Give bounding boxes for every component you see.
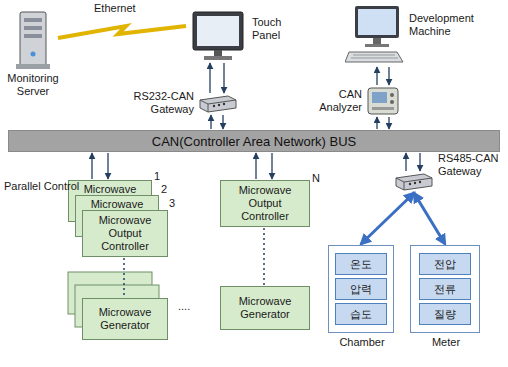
connector	[124, 258, 125, 297]
connector-line	[388, 67, 389, 85]
node-label: Monitoring Server	[0, 72, 70, 98]
connector-line	[388, 117, 389, 129]
gateway-icon	[198, 94, 238, 114]
ethernet-bolt	[58, 26, 186, 38]
process-box: Microwave Generator	[82, 298, 168, 340]
connector	[406, 153, 420, 171]
node-text: Microwave Output Controller	[224, 184, 306, 223]
device-icon: RS232-CAN Gateway	[198, 94, 238, 114]
process-box: Microwave Output Controller	[220, 180, 310, 227]
node-text: 온도	[350, 258, 372, 271]
connector	[377, 117, 389, 129]
device-icon: Development Machine	[345, 4, 405, 66]
connector-line	[222, 115, 223, 129]
sensor-box: 온도	[335, 253, 387, 275]
ellipsis-mark: ....	[178, 300, 208, 313]
node-label: RS485-CAN Gateway	[438, 152, 502, 178]
connector-line	[255, 153, 256, 179]
connector-line	[91, 153, 92, 179]
connector-line	[419, 153, 420, 171]
device-icon: RS485-CAN Gateway	[394, 172, 434, 192]
gateway-icon	[394, 172, 434, 192]
connector	[210, 63, 224, 93]
node-label: Meter	[411, 336, 481, 349]
connector-line	[271, 153, 272, 179]
node-label: CAN Analyzer	[304, 88, 362, 114]
sensor-group-box: Meter전압전류질량	[410, 245, 480, 333]
sensor-box: 전류	[419, 278, 471, 300]
connector-line	[209, 63, 210, 93]
pc-icon	[345, 4, 405, 66]
analyzer-icon	[366, 86, 400, 116]
connector-line	[414, 193, 445, 244]
connector-line	[263, 228, 265, 285]
sensor-box: 전압	[419, 253, 471, 275]
sensor-box: 질량	[419, 303, 471, 325]
sensor-box: 습도	[335, 303, 387, 325]
connector	[361, 193, 414, 244]
node-text: 전압	[434, 258, 456, 271]
process-box: Microwave Generator	[220, 286, 310, 330]
connector-line	[376, 67, 377, 85]
device-icon: Touch Panel	[190, 10, 246, 62]
callout-number: 1	[154, 170, 164, 183]
connector	[256, 153, 272, 179]
server-icon	[10, 8, 56, 70]
monitor-icon	[190, 10, 246, 62]
node-text: 압력	[350, 283, 372, 296]
node-text: Microwave Output Controller	[86, 214, 164, 253]
edge-label: Ethernet	[92, 2, 138, 15]
node-label: RS232-CAN Gateway	[128, 90, 194, 116]
connector-line	[107, 153, 108, 179]
connector-line	[123, 258, 125, 297]
connector	[211, 115, 223, 129]
connector	[377, 67, 389, 85]
node-text: CAN(Controller Area Network) BUS	[152, 135, 356, 148]
callout-number: 2	[161, 183, 171, 196]
device-icon: CAN Analyzer	[366, 86, 400, 116]
group-label: Parallel Control	[4, 180, 79, 193]
connector	[92, 153, 108, 179]
connector-line	[376, 117, 377, 129]
sensor-group-box: Chamber온도압력습도	[328, 245, 394, 333]
connector	[264, 228, 265, 285]
bus-band: CAN(Controller Area Network) BUS	[8, 130, 500, 152]
node-label: Development Machine	[409, 12, 499, 38]
connector-line	[361, 193, 414, 244]
node-text: Microwave Generator	[224, 295, 306, 321]
process-box: Microwave Output Controller	[82, 210, 168, 257]
callout-number: 3	[169, 197, 179, 210]
node-text: 질량	[434, 308, 456, 321]
connector-line	[210, 115, 211, 129]
connector-line	[223, 63, 224, 93]
device-icon: Monitoring Server	[10, 8, 56, 70]
connector	[414, 193, 445, 244]
connector-line	[405, 153, 406, 171]
node-text: 전류	[434, 283, 456, 296]
node-text: Microwave Generator	[86, 306, 164, 332]
node-label: Chamber	[329, 336, 395, 349]
node-label: Touch Panel	[252, 16, 302, 42]
connector	[58, 26, 186, 38]
sensor-box: 압력	[335, 278, 387, 300]
callout-number: N	[312, 172, 326, 185]
node-text: 습도	[350, 308, 372, 321]
